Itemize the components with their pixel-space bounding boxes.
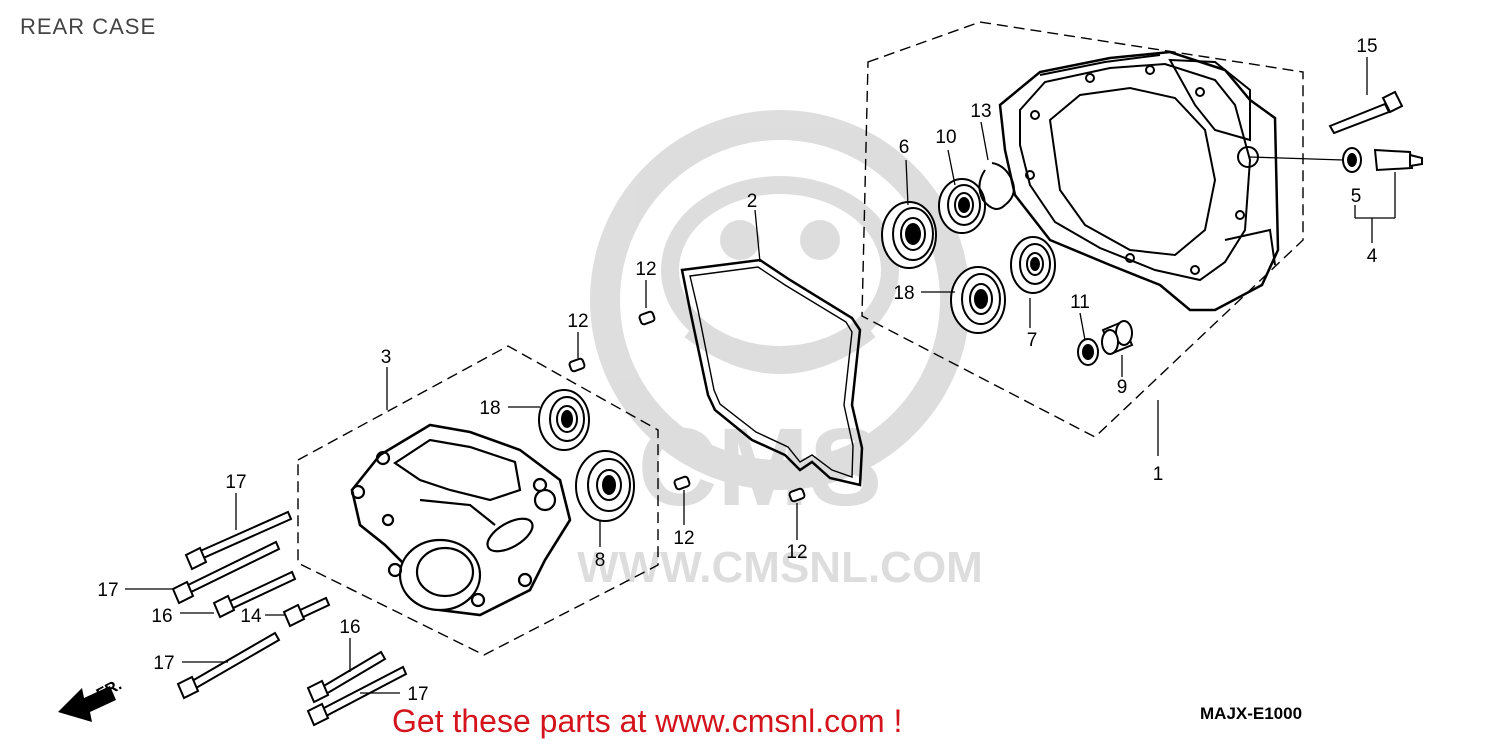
switch-4 [1373, 148, 1423, 172]
watermark-logo: CMS WWW.CMSNL.COM [577, 110, 983, 592]
callout-5: 5 [1351, 186, 1362, 207]
bearing-10 [938, 178, 986, 234]
snap-ring-13 [978, 162, 1015, 210]
group-outline-case-1 [861, 21, 1304, 438]
gasket-2 [680, 258, 864, 487]
front-direction-arrow: FR. [58, 676, 125, 722]
callout-4: 4 [1367, 246, 1378, 267]
group-outline-cover-3 [297, 345, 659, 656]
promo-link[interactable]: Get these parts at www.cmsnl.com ! [392, 703, 903, 739]
callout-16: 16 [339, 617, 360, 638]
callout-17: 17 [225, 472, 246, 493]
callout-12: 12 [673, 528, 694, 549]
bolts-left [171, 510, 408, 727]
callout-12: 12 [786, 542, 807, 563]
callout-9: 9 [1117, 377, 1128, 398]
callout-16: 16 [151, 606, 172, 627]
rear-case-part [998, 50, 1280, 312]
callout-15: 15 [1356, 36, 1377, 57]
callout-8: 8 [595, 550, 606, 571]
callout-1: 1 [1153, 464, 1164, 485]
watermark-url: WWW.CMSNL.COM [577, 543, 983, 592]
callout-3: 3 [381, 347, 392, 368]
dowel-pins [568, 310, 806, 503]
bearing-7 [1010, 236, 1056, 294]
callout-10: 10 [935, 127, 956, 148]
bearing-18-left [538, 389, 590, 451]
bolt-15 [1328, 90, 1404, 135]
gasket-2-inner [689, 266, 854, 478]
callout-17: 17 [407, 684, 428, 705]
callout-18: 18 [479, 398, 500, 419]
callout-6: 6 [899, 137, 910, 158]
seal-11 [1077, 338, 1099, 366]
bearing-6 [881, 201, 937, 269]
callout-13: 13 [970, 101, 991, 122]
watermark-logo-text: CMS [638, 406, 882, 529]
callout-14: 14 [240, 606, 262, 627]
leader-lines [125, 57, 1396, 694]
bearing-8 [575, 450, 635, 522]
callout-2: 2 [747, 191, 758, 212]
bearing-18-right [950, 266, 1006, 334]
washer-5 [1342, 147, 1362, 173]
callout-12: 12 [567, 311, 588, 332]
callout-11: 11 [1070, 292, 1090, 313]
page-title: REAR CASE [20, 14, 157, 39]
callout-12: 12 [635, 259, 656, 280]
callout-18: 18 [893, 283, 914, 304]
callout-17: 17 [97, 580, 118, 601]
diagram-code: MAJX-E1000 [1200, 704, 1303, 723]
callout-17: 17 [153, 653, 174, 674]
needle-bearing-9 [1101, 320, 1134, 355]
rear-cover-part [350, 423, 572, 617]
callout-7: 7 [1027, 330, 1038, 351]
